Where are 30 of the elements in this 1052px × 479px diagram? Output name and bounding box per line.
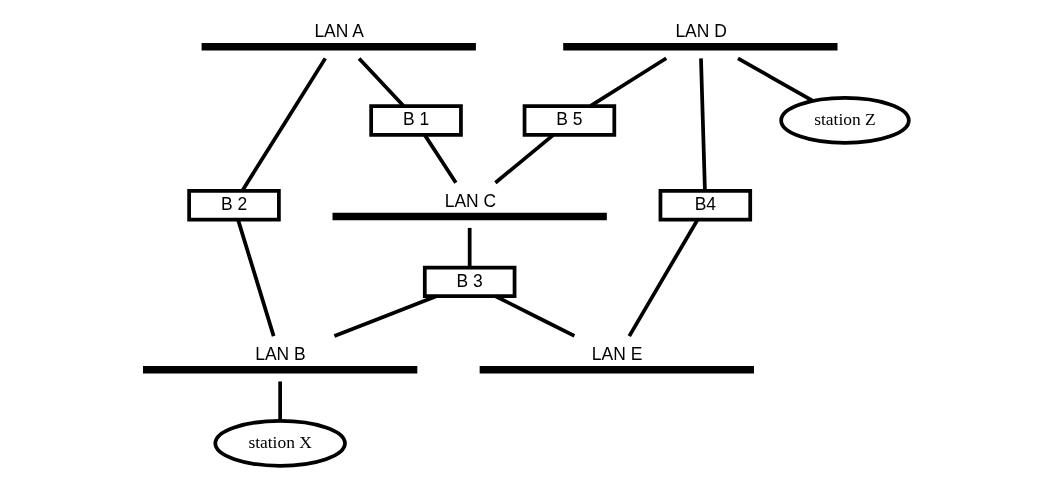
node-label: LAN C [444,190,497,211]
connector [333,294,437,338]
connector [699,58,707,191]
node-box [479,366,754,374]
node-box: B 5 [522,104,617,137]
node-box: B 3 [422,265,517,299]
node-box [563,43,838,51]
connector [494,133,555,185]
node-box [201,43,476,51]
node-box [143,366,418,374]
node-box: B4 [658,189,753,222]
connector [240,57,327,192]
connector [467,227,472,268]
node-label: LAN A [314,21,364,42]
node-ellipse: station X [213,419,347,468]
node-box: B 2 [187,189,281,222]
connector [494,294,576,338]
connector [236,219,276,337]
connector [627,218,700,338]
node-box: B 1 [369,104,463,137]
node-box [332,212,607,221]
node-label: LAN B [255,344,306,365]
connector [423,133,458,184]
node-label: LAN D [675,21,727,42]
connector [737,56,814,103]
connector [357,57,405,108]
node-label: LAN E [591,344,643,365]
connector [589,56,668,108]
node-ellipse: station Z [779,96,911,145]
connector [278,381,282,421]
